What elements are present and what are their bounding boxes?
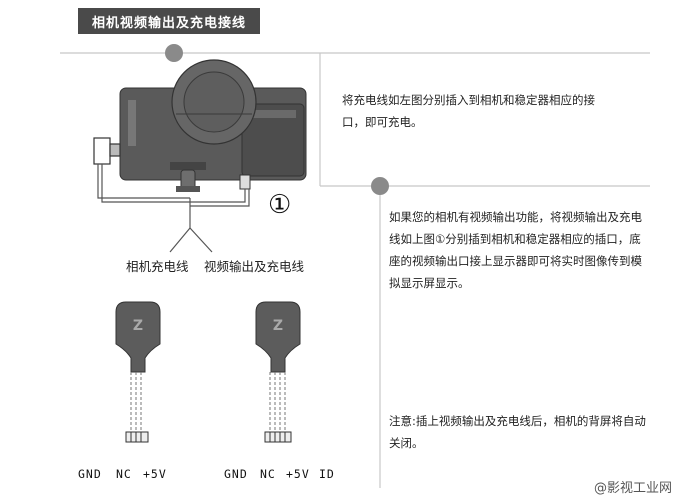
charging-cable-illustration <box>93 137 250 253</box>
section-dot <box>165 44 183 62</box>
stabilizer-device-illustration <box>119 59 307 192</box>
pin-label-5v: +5V <box>286 467 310 481</box>
pin-label-gnd: GND <box>224 467 248 481</box>
connector-plug-2: Z <box>255 301 301 443</box>
pin-label-5v: +5V <box>143 467 167 481</box>
svg-text:Z: Z <box>273 318 283 334</box>
pin-label-nc: NC <box>260 467 276 481</box>
paragraph-line: 座的视频输出口接上显示器即可将实时图像传到模 <box>389 254 642 268</box>
pin-label-gnd: GND <box>78 467 102 481</box>
charging-instruction-paragraph: 将充电线如左图分别插入到相机和稳定器相应的接 口，即可充电。 <box>342 89 595 133</box>
figure-number-marker: ① <box>268 190 292 220</box>
video-output-charging-cable-label: 视频输出及充电线 <box>204 259 305 274</box>
paragraph-line: 拟显示屏显示。 <box>389 276 470 290</box>
connector-plug-1: Z <box>115 301 161 443</box>
paragraph-line: 线如上图①分别插到相机和稳定器相应的插口，底 <box>389 232 641 246</box>
watermark: @影视工业网 <box>593 481 672 496</box>
note-paragraph: 注意:插上视频输出及充电线后，相机的背屏将自动 关闭。 <box>389 410 646 454</box>
video-output-instruction-paragraph: 如果您的相机有视频输出功能，将视频输出及充电 线如上图①分别插到相机和稳定器相应… <box>389 206 642 294</box>
paragraph-line: 如果您的相机有视频输出功能，将视频输出及充电 <box>389 210 642 224</box>
section-title-tab: 相机视频输出及充电接线 <box>78 8 260 34</box>
pin-label-id: ID <box>319 467 335 481</box>
section-dot-2 <box>371 177 389 195</box>
paragraph-line: 注意:插上视频输出及充电线后，相机的背屏将自动 <box>389 414 646 428</box>
pin-label-nc: NC <box>116 467 132 481</box>
paragraph-line: 关闭。 <box>389 436 424 450</box>
paragraph-line: 口，即可充电。 <box>342 115 423 129</box>
paragraph-line: 将充电线如左图分别插入到相机和稳定器相应的接 <box>342 93 595 107</box>
svg-text:Z: Z <box>133 318 143 334</box>
camera-charging-cable-label: 相机充电线 <box>126 259 189 274</box>
